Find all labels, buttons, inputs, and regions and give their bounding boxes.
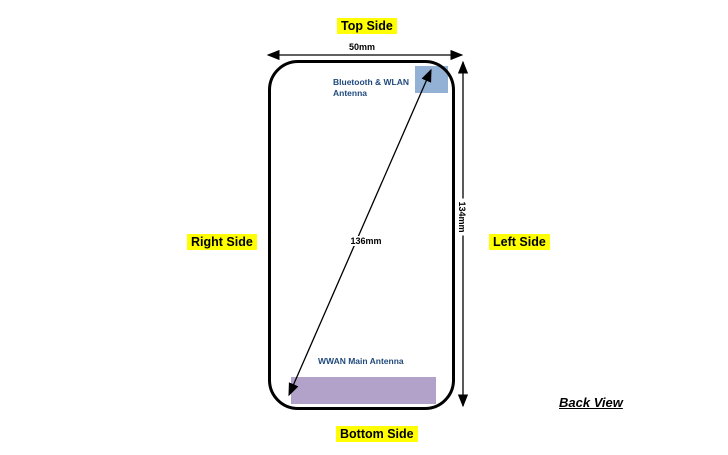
left-side-label: Left Side: [489, 234, 550, 250]
height-dimension-value: 134mm: [457, 198, 467, 236]
back-view-caption: Back View: [559, 395, 623, 410]
wwan-antenna-label: WWAN Main Antenna: [318, 356, 404, 366]
bt-wlan-antenna-label: Bluetooth & WLAN Antenna: [333, 77, 410, 98]
right-side-label: Right Side: [187, 234, 257, 250]
width-dimension-value: 50mm: [345, 42, 379, 52]
diagonal-dimension-value: 136mm: [347, 236, 385, 246]
bottom-side-label: Bottom Side: [336, 426, 418, 442]
device-outline: [268, 60, 455, 410]
top-side-label: Top Side: [337, 18, 397, 34]
